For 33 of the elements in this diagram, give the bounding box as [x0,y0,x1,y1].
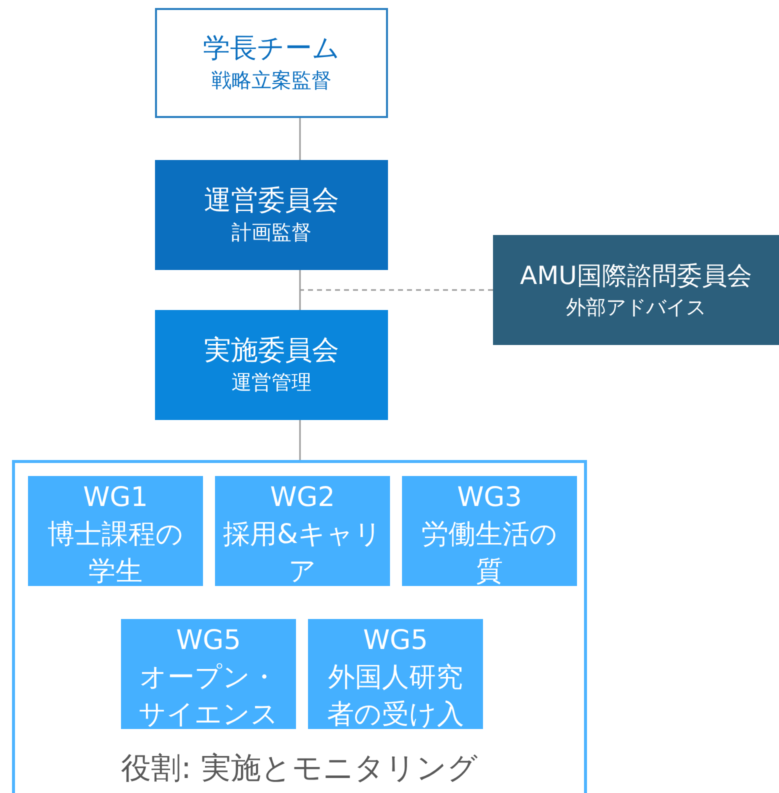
box-title: 運営委員会 [204,184,339,218]
group-name: 労働生活の質 [420,518,558,586]
group-code: WG3 [456,481,523,515]
box-subtitle: 計画監督 [232,219,312,246]
group-frame [12,460,587,793]
committee-box [155,160,388,270]
box-subtitle: 運営管理 [232,369,312,396]
box-subtitle: 戦略立案監督 [212,67,332,94]
group-code: WG1 [82,481,149,515]
group-name: 外国人研究者の受け入 [326,661,465,729]
group-code: WG5 [175,624,242,658]
box-title: 実施委員会 [204,334,339,368]
leadership-box [155,8,388,118]
committee-box [155,310,388,420]
dashed-connector [300,289,493,291]
connector-line [299,420,301,460]
box-title: 学長チーム [203,32,340,66]
working-group-box [215,476,390,586]
advisory-box [493,235,779,345]
connector-line [299,118,301,160]
working-group-box [308,619,483,729]
working-group-box [28,476,203,586]
group-code: WG5 [362,624,429,658]
group-name: 博士課程の学生 [46,518,184,586]
box-title: AMU国際諮問委員会 [520,260,752,292]
working-group-box [121,619,296,729]
role-label: 役割: 実施とモニタリング [120,750,479,788]
box-subtitle: 外部アドバイス [566,294,706,321]
group-code: WG2 [269,481,336,515]
connector-line [299,270,301,310]
group-name: 採用&キャリア [222,518,382,586]
working-group-box [402,476,577,586]
group-name: オープン・サイエンス [138,661,280,729]
